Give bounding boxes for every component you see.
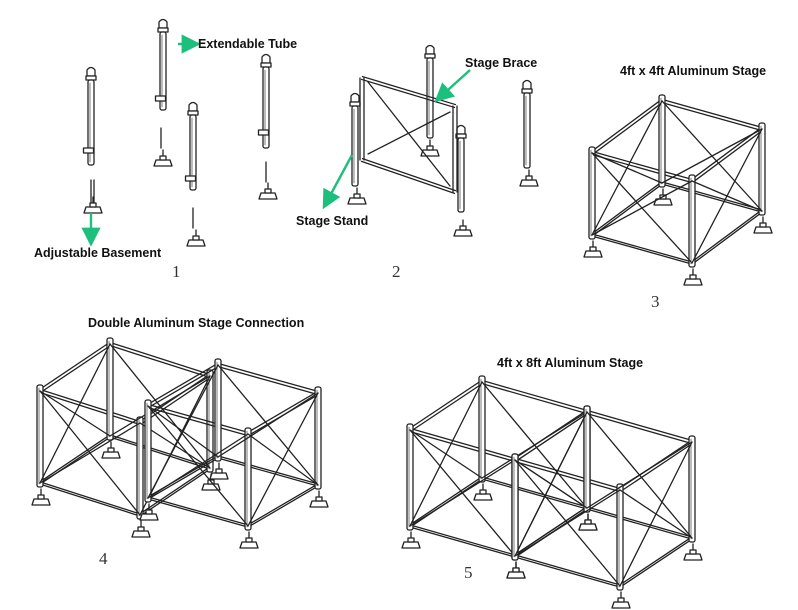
step-number-3: 3 <box>651 292 660 311</box>
part-4-double-connection <box>31 337 329 549</box>
step-number-2: 2 <box>392 262 401 281</box>
part-1-tubes <box>82 18 278 247</box>
stage-brace-label: Stage Brace <box>465 56 538 70</box>
adjustable-basement-label: Adjustable Basement <box>34 246 162 260</box>
extendable-tube-label: Extendable Tube <box>198 37 298 51</box>
stage-b <box>139 358 329 549</box>
stage-4x4-title: 4ft x 4ft Aluminum Stage <box>620 64 767 78</box>
tube-left <box>82 66 103 214</box>
step-number-5: 5 <box>464 563 473 582</box>
part-2-stand-brace <box>347 44 539 237</box>
double-connection-title: Double Aluminum Stage Connection <box>88 316 305 330</box>
tube-extendable <box>153 18 173 167</box>
stage-a <box>31 337 221 538</box>
stage-stand-arrow <box>322 154 354 210</box>
part-5-stage-4x8 <box>401 375 703 609</box>
stage-right <box>506 405 703 609</box>
stage-stand-label: Stage Stand <box>296 214 369 228</box>
step-number-4: 4 <box>99 549 108 568</box>
tube-middle <box>184 101 206 247</box>
stage-4x8-title: 4ft x 8ft Aluminum Stage <box>497 356 644 370</box>
tube-right <box>257 53 278 200</box>
part-3-stage-4x4 <box>583 94 773 286</box>
stage-brace-arrow <box>434 69 471 103</box>
step-number-1: 1 <box>172 262 181 281</box>
